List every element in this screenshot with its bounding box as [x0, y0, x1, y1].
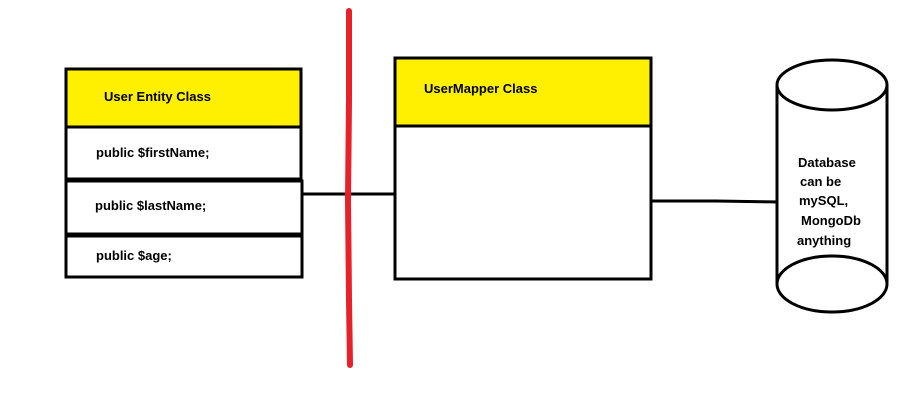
database-label-line: anything: [797, 233, 851, 248]
entity-property-last-name: public $lastName;: [95, 198, 206, 213]
entity-property-row: [64, 234, 304, 279]
entity-property-row: [64, 125, 303, 181]
layer-separator-line: [344, 8, 353, 368]
entity-property-first-name: public $firstName;: [96, 145, 209, 160]
entity-class-title: User Entity Class: [104, 89, 211, 104]
user-mapper-class: UserMapper Class: [393, 56, 653, 281]
entity-property-age: public $age;: [96, 248, 172, 263]
database-label-line: mySQL,: [799, 193, 848, 208]
mapper-class-header: [393, 56, 653, 128]
entity-property-row: [64, 179, 304, 236]
database-bottom-ellipse: [775, 254, 889, 314]
user-entity-class: User Entity Class public $firstName; pub…: [64, 67, 304, 279]
database-label-line: MongoDb: [801, 213, 861, 228]
database-top-ellipse: [775, 58, 889, 112]
database-label-line: can be: [800, 174, 841, 189]
database-cylinder: Database can be mySQL, MongoDb anything: [775, 58, 889, 314]
mapper-to-database-connector: [651, 199, 783, 204]
database-body: [777, 85, 887, 285]
mapper-class-title: UserMapper Class: [424, 81, 537, 96]
database-label-line: Database: [798, 155, 856, 170]
